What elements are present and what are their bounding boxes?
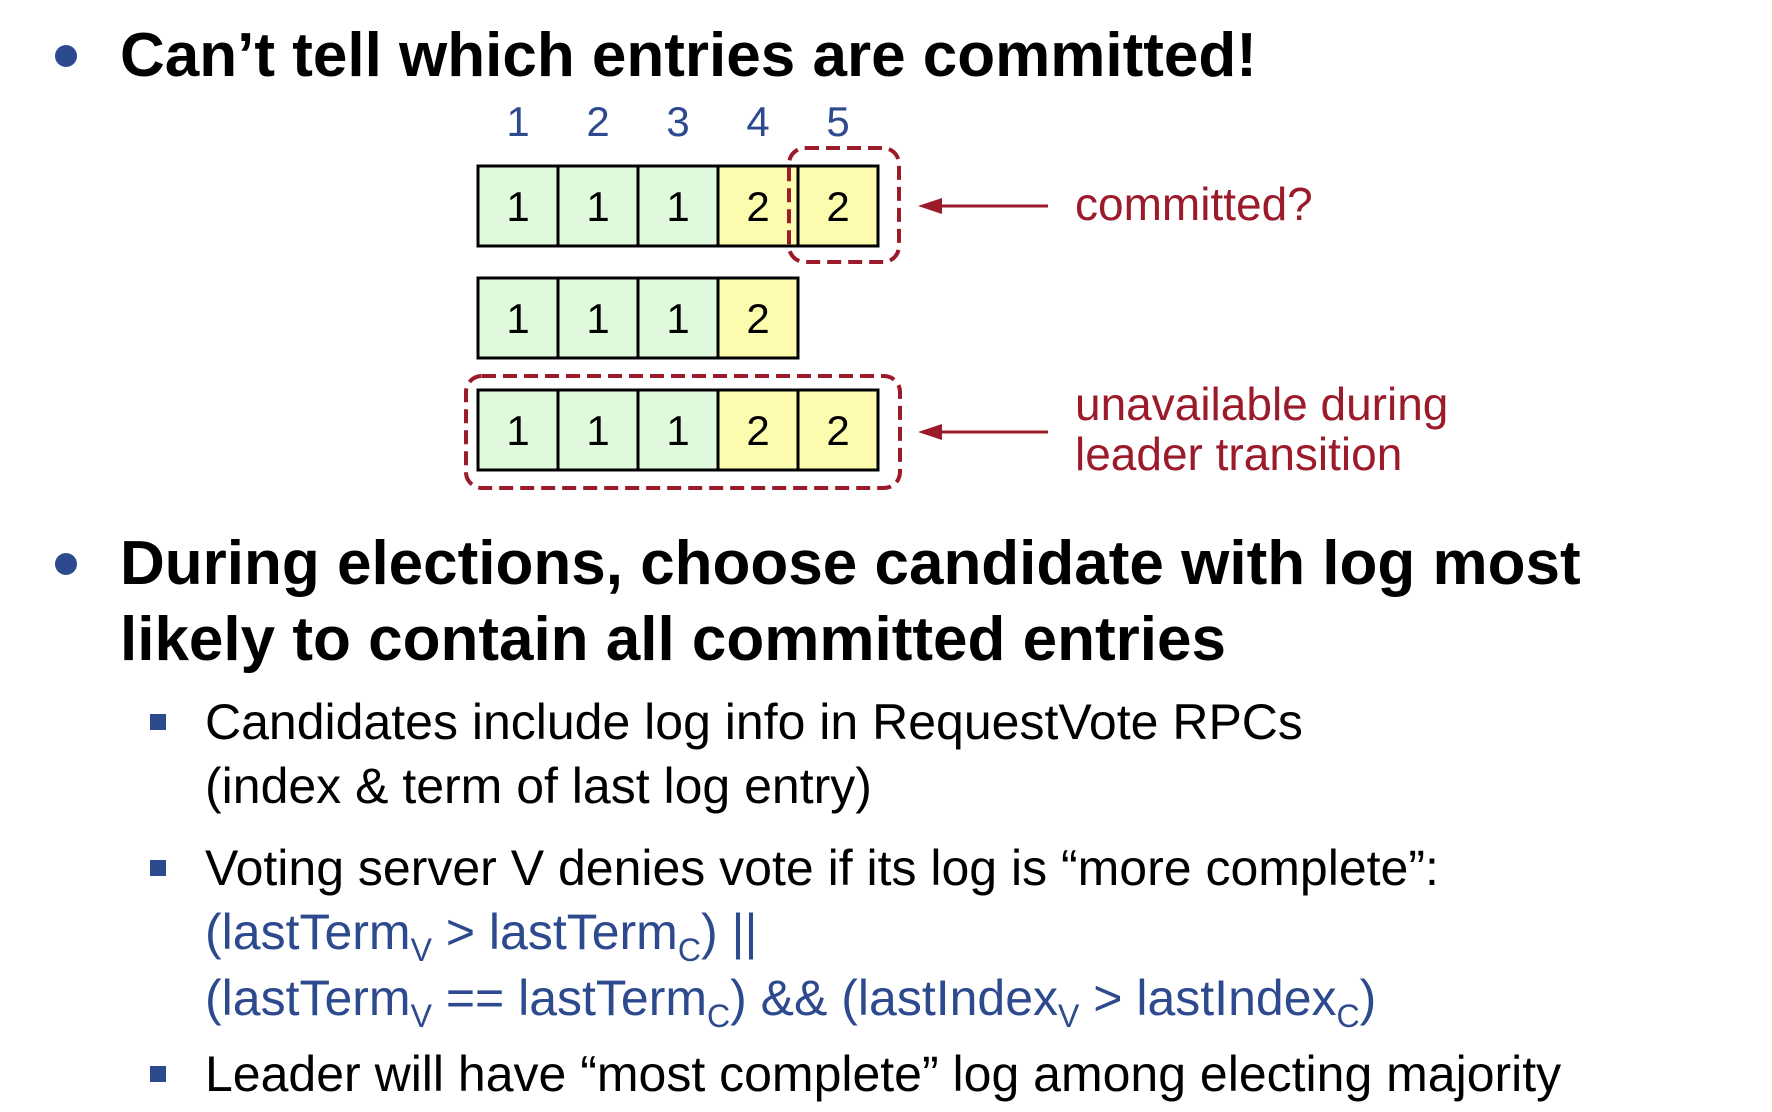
- log-index-label: 4: [746, 98, 769, 145]
- log-entry-term: 1: [586, 407, 609, 454]
- log-entry-term: 1: [666, 295, 689, 342]
- log-index-label: 3: [666, 98, 689, 145]
- sub3-text: Leader will have “most complete” log amo…: [205, 1046, 1562, 1102]
- log-entry-cell: [716, 276, 800, 360]
- log-entry-cell: [476, 164, 560, 248]
- heading-elections-line1: During elections, choose candidate with …: [120, 529, 1581, 598]
- sub1-line2: (index & term of last log entry): [205, 758, 872, 814]
- log-entry-term: 2: [826, 407, 849, 454]
- server-log-row: 1 1 1 2: [476, 276, 800, 360]
- log-entry-term: 1: [586, 295, 609, 342]
- heading-cant-tell-committed: Can’t tell which entries are committed!: [120, 21, 1257, 90]
- log-entry-cell: [476, 276, 560, 360]
- unavailable-highlight-box: [464, 374, 902, 490]
- log-index-labels: 1 2 3 4 5: [506, 98, 849, 145]
- server-logs: 1 1 1 2 2 1 1 1 2 1 1 1 2 2: [476, 164, 880, 472]
- sub-bullet-square: [150, 714, 166, 730]
- bullet-dot: [55, 553, 77, 575]
- log-entry-cell: [476, 388, 560, 472]
- log-index-label: 2: [586, 98, 609, 145]
- log-entry-cell: [796, 164, 880, 248]
- log-entry-term: 1: [506, 407, 529, 454]
- log-entry-term: 1: [666, 407, 689, 454]
- log-entry-term: 1: [506, 295, 529, 342]
- log-entry-term: 1: [586, 183, 609, 230]
- annotation-unavailable-line2: leader transition: [1075, 428, 1402, 480]
- log-diagram: 1 2 3 4 5 1 1 1 2 2 1 1 1 2 1 1 1 2 2 committed? unavaila…: [464, 98, 1448, 490]
- log-entry-cell: [556, 388, 640, 472]
- bullet-dot: [55, 45, 77, 67]
- log-entry-term: 2: [746, 183, 769, 230]
- condition-last-term-greater: (lastTermV > lastTermC) ||: [205, 904, 758, 968]
- heading-elections-line2: likely to contain all committed entries: [120, 605, 1226, 674]
- log-entry-term: 2: [826, 183, 849, 230]
- arrow-committed: [918, 198, 1048, 214]
- log-entry-cell: [636, 164, 720, 248]
- annotation-committed: committed?: [1075, 178, 1313, 230]
- log-entry-term: 1: [506, 183, 529, 230]
- log-entry-term: 1: [666, 183, 689, 230]
- sub-bullet-square: [150, 860, 166, 876]
- log-entry-term: 2: [746, 295, 769, 342]
- sub1-line1: Candidates include log info in RequestVo…: [205, 694, 1303, 750]
- log-entry-cell: [716, 164, 800, 248]
- log-entry-cell: [556, 276, 640, 360]
- condition-last-index-greater: (lastTermV == lastTermC) && (lastIndexV …: [205, 970, 1377, 1034]
- sub-bullet-square: [150, 1066, 166, 1082]
- server-log-row: 1 1 1 2 2: [476, 388, 880, 472]
- log-entry-cell: [636, 276, 720, 360]
- arrow-unavailable: [918, 424, 1048, 440]
- log-index-label: 1: [506, 98, 529, 145]
- log-index-label: 5: [826, 98, 849, 145]
- log-entry-cell: [796, 388, 880, 472]
- annotation-unavailable-line1: unavailable during: [1075, 378, 1448, 430]
- server-log-row: 1 1 1 2 2: [476, 164, 880, 248]
- log-entry-term: 2: [746, 407, 769, 454]
- sub2-line1: Voting server V denies vote if its log i…: [205, 840, 1439, 896]
- log-entry-cell: [636, 388, 720, 472]
